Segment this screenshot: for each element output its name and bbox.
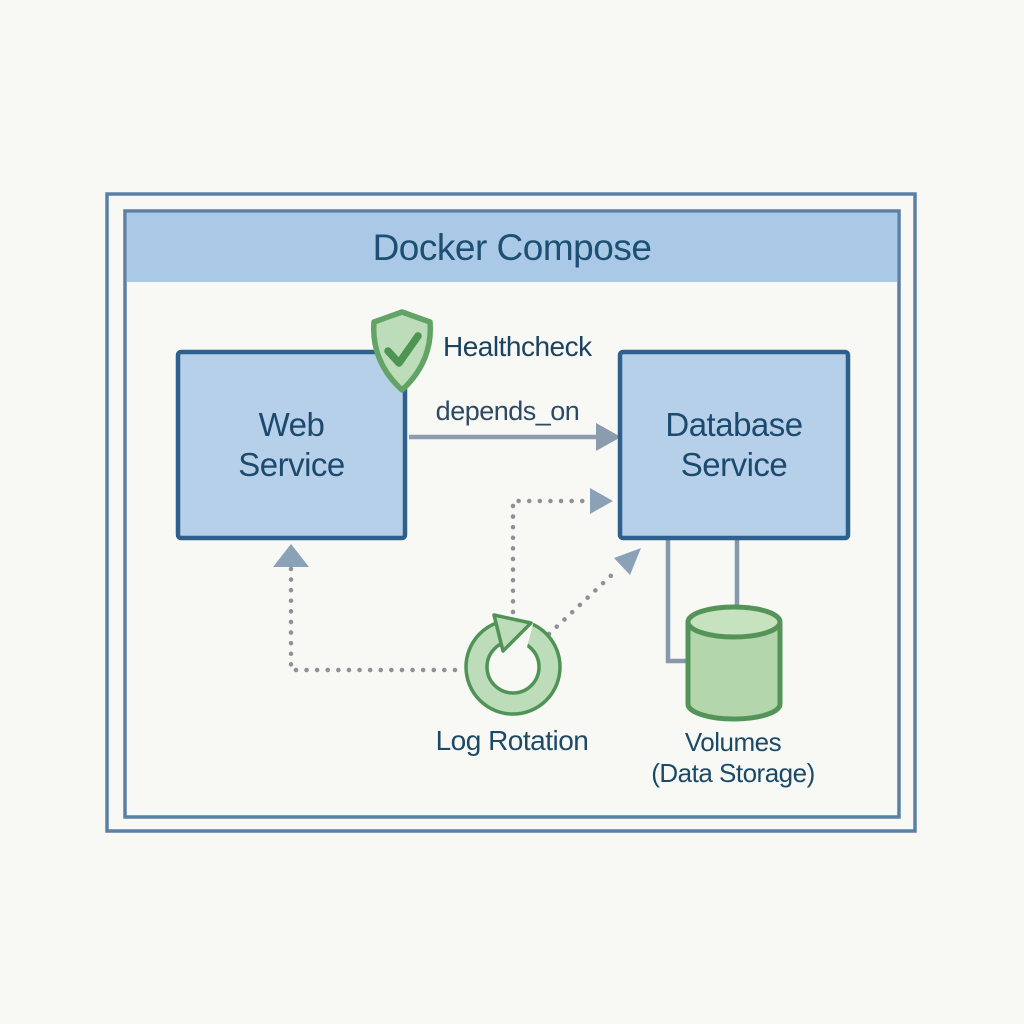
database-cylinder-icon bbox=[685, 604, 783, 722]
logrotation-to-db-arrowhead bbox=[590, 488, 613, 514]
db-volume-connector-left bbox=[665, 540, 686, 664]
log-rotation-label: Log Rotation bbox=[435, 725, 589, 756]
database-service-label: Database Service bbox=[665, 405, 803, 483]
shield-check-icon bbox=[370, 309, 434, 393]
logrotation-to-db-diagonal-arrowhead bbox=[614, 548, 641, 575]
diagram-title: Docker Compose bbox=[372, 226, 652, 268]
web-service-label: Web Service bbox=[238, 405, 345, 483]
depends-on-label: depends_on bbox=[435, 395, 580, 426]
title-band bbox=[127, 213, 897, 282]
volumes-label-line1: Volumes bbox=[684, 727, 782, 758]
logrotation-to-web-arrowhead bbox=[273, 544, 309, 567]
volumes-label: Volumes (Data Storage) bbox=[628, 727, 838, 789]
depends-on-arrowhead bbox=[596, 423, 621, 451]
volumes-label-line2: (Data Storage) bbox=[651, 758, 815, 788]
circular-arrow-icon bbox=[464, 601, 562, 716]
healthcheck-label: Healthcheck bbox=[443, 331, 592, 362]
logrotation-to-web-dotted-line bbox=[288, 565, 458, 673]
outer-frame bbox=[105, 192, 917, 833]
logrotation-to-db-dotted-line bbox=[510, 498, 586, 615]
database-service-node bbox=[617, 349, 851, 541]
logrotation-to-db-diagonal-dotted-line bbox=[546, 567, 620, 637]
inner-frame bbox=[123, 209, 901, 819]
web-service-node bbox=[175, 349, 408, 541]
